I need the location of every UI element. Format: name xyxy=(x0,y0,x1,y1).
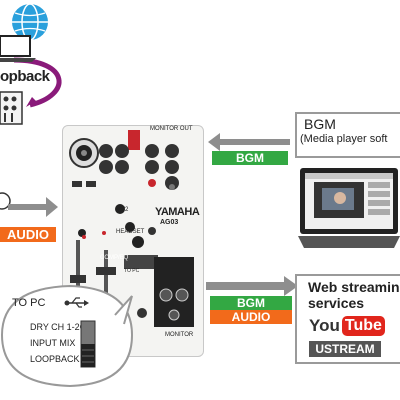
comp-eq-label: COMP/EQ xyxy=(100,255,129,261)
laptop-icon xyxy=(0,35,36,62)
zoom-callout-shape xyxy=(0,284,134,388)
monitor-out-jacks xyxy=(145,144,179,190)
globe-icon xyxy=(12,3,48,41)
zoom-option-dry: DRY CH 1-2G xyxy=(30,322,87,332)
bgm-source-subtitle: (Media player soft xyxy=(300,133,388,145)
left-audio-tag: AUDIO xyxy=(0,227,56,242)
xlr-jack-icon xyxy=(69,138,99,168)
streaming-title-line2: services xyxy=(308,295,365,311)
headset-label: HEADSET xyxy=(116,229,145,235)
fader-knob xyxy=(70,275,86,283)
zoom-option-input-mix: INPUT MIX xyxy=(30,338,76,348)
output-audio-tag: AUDIO xyxy=(210,310,292,324)
zoom-option-loopback: LOOPBACK xyxy=(30,354,80,364)
youtube-tube: Tube xyxy=(341,316,385,336)
ch-label: 1/2 xyxy=(120,207,129,213)
streaming-title-line1: Web streaming xyxy=(308,279,400,295)
monitor-label: MONITOR xyxy=(165,332,194,338)
youtube-you: You xyxy=(309,316,340,335)
mixer-to-pc-label: TO PC xyxy=(124,268,140,274)
usb-icon xyxy=(64,297,89,308)
left-audio-arrow xyxy=(0,192,58,217)
mic-icon xyxy=(0,192,11,210)
zoom-title: TO PC xyxy=(12,297,46,309)
loopback-label: opback xyxy=(0,68,50,85)
red-button xyxy=(128,130,140,150)
laptop-icon xyxy=(298,168,400,248)
mixer-controls xyxy=(69,130,194,327)
output-arrow xyxy=(206,276,298,296)
loopback-illustration xyxy=(0,3,62,125)
ustream-logo: USTREAM xyxy=(309,341,381,357)
model-label: AG03 xyxy=(160,219,179,226)
bgm-input-tag: BGM xyxy=(212,151,288,165)
comp-eq-button xyxy=(124,255,158,269)
brand-label: YAMAHA xyxy=(155,206,200,218)
output-bgm-tag: BGM xyxy=(210,296,292,310)
bgm-input-arrow xyxy=(208,133,290,151)
bgm-source-title: BGM xyxy=(304,116,336,132)
bgm-source-box xyxy=(295,112,400,158)
mini-mixer-icon xyxy=(0,91,23,125)
youtube-logo: You Tube xyxy=(309,315,385,337)
monitor-out-label: MONITOR OUT xyxy=(150,126,193,132)
loopback-switch[interactable] xyxy=(80,320,96,368)
